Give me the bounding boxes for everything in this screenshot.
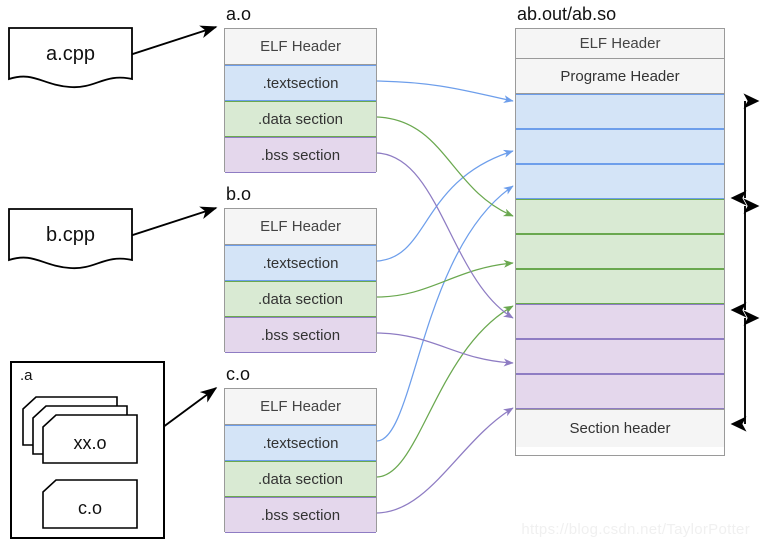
object-file-caption: b.o <box>226 184 252 204</box>
out-row-data-3 <box>516 269 724 304</box>
output-file-caption: ab.out/ab.so <box>517 4 617 24</box>
object-file-caption: c.o <box>226 364 251 384</box>
out-row-bss-1 <box>516 304 724 339</box>
data-section-wires <box>376 116 514 478</box>
out-row-elf-header: ELF Header <box>516 29 724 59</box>
archive-member-xx-o: xx.o <box>42 414 138 464</box>
row-text-section: .textsection <box>225 245 376 281</box>
out-row-text-3 <box>516 164 724 199</box>
source-doc-label: b.cpp <box>46 223 95 246</box>
bss-section-wires <box>376 152 514 514</box>
row-data-section: .data section <box>225 281 376 317</box>
source-doc-b-cpp: b.cpp <box>8 208 133 270</box>
source-doc-label: a.cpp <box>46 42 95 65</box>
object-file-c-o: c.o ELF Header .textsection .data sectio… <box>224 364 377 533</box>
out-row-data-2 <box>516 234 724 269</box>
out-row-bss-3 <box>516 374 724 409</box>
object-file-caption: a.o <box>226 4 252 24</box>
object-file-shape-icon <box>42 414 138 464</box>
archive-member-label: c.o <box>77 497 102 518</box>
archive-member-label: xx.o <box>73 432 107 453</box>
document-shape-icon <box>8 27 133 88</box>
document-shape-icon <box>8 208 133 269</box>
out-row-text-2 <box>516 129 724 164</box>
row-elf-header: ELF Header <box>225 389 376 425</box>
out-row-data-1 <box>516 199 724 234</box>
row-data-section: .data section <box>225 101 376 137</box>
row-bss-section: .bss section <box>225 317 376 353</box>
object-file-shape-icon <box>42 479 138 529</box>
source-doc-a-cpp: a.cpp <box>8 27 133 89</box>
watermark: https://blog.csdn.net/TaylorPotter <box>521 521 750 538</box>
out-row-text-1 <box>516 94 724 129</box>
row-elf-header: ELF Header <box>225 29 376 65</box>
row-text-section: .textsection <box>225 65 376 101</box>
archive-label: .a <box>20 367 33 384</box>
object-file-b-o: b.o ELF Header .textsection .data sectio… <box>224 184 377 353</box>
object-file-a-o: a.o ELF Header .textsection .data sectio… <box>224 4 377 173</box>
row-bss-section: .bss section <box>225 137 376 173</box>
row-data-section: .data section <box>225 461 376 497</box>
out-row-bss-2 <box>516 339 724 374</box>
text-section-wires <box>376 80 514 442</box>
row-elf-header: ELF Header <box>225 209 376 245</box>
row-text-section: .textsection <box>225 425 376 461</box>
row-bss-section: .bss section <box>225 497 376 533</box>
output-file-ab-out: ab.out/ab.so ELF Header Programe Header … <box>515 4 725 456</box>
archive-member-c-o: c.o <box>42 479 138 529</box>
out-row-program-header: Programe Header <box>516 59 724 94</box>
out-row-section-header: Section header <box>516 409 724 447</box>
